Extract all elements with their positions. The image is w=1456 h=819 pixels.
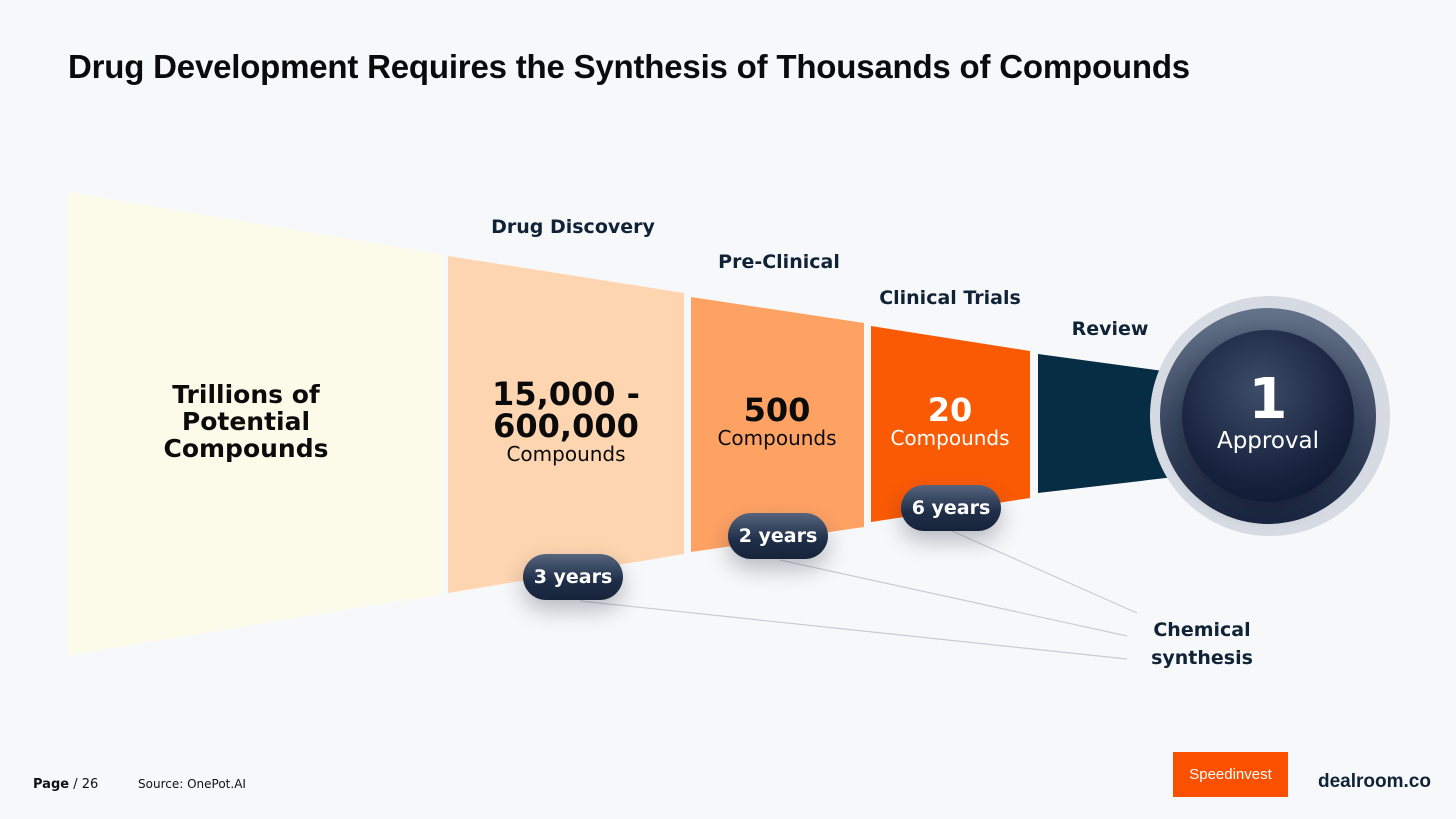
approval-inner-circle (1182, 330, 1354, 502)
discovery-count-line-2: 600,000 (493, 407, 639, 445)
discovery-count: 15,000 - 600,000 Compounds (476, 378, 656, 466)
label-pre-clinical: Pre-Clinical (718, 251, 840, 273)
label-clinical-trials: Clinical Trials (879, 287, 1021, 309)
dealroom-logo: dealroom.co (1318, 771, 1431, 792)
segment-pre-clinical (691, 297, 864, 552)
approval-count: 1 (1248, 367, 1288, 432)
duration-pill-pre-clinical: 2 years (728, 513, 828, 559)
segment-trillions (68, 192, 444, 655)
chemical-synthesis-annotation: Chemical synthesis (1140, 616, 1264, 672)
segment-clinical-trials (871, 326, 1030, 522)
source-note: Source: OnePot.AI (138, 777, 246, 791)
trillions-line-1: Trillions of (172, 380, 320, 409)
approval-text: 1 Approval (1188, 367, 1348, 455)
trillions-text: Trillions of Potential Compounds (146, 381, 346, 462)
label-drug-discovery: Drug Discovery (491, 216, 655, 238)
page-indicator: Page / 26 (33, 777, 98, 792)
trillions-line-3: Compounds (163, 434, 329, 463)
source-label: Source: (138, 777, 184, 791)
clinical-unit: Compounds (890, 426, 1010, 450)
discovery-count-line-1: 15,000 - (492, 375, 640, 413)
slide-title: Drug Development Requires the Synthesis … (68, 48, 1190, 85)
annotation-line-1: Chemical (1153, 619, 1251, 641)
speedinvest-logo: Speedinvest (1173, 752, 1288, 797)
duration-pill-discovery: 3 years (523, 554, 623, 600)
preclinical-unit: Compounds (717, 426, 837, 450)
preclinical-count: 500 Compounds (697, 394, 857, 450)
page-label: Page (33, 777, 70, 792)
segment-drug-discovery (448, 256, 684, 593)
approval-label: Approval (1216, 428, 1320, 454)
page-number: / 26 (73, 777, 99, 792)
leader-line-3-years (579, 600, 1128, 660)
annotation-line-2: synthesis (1151, 647, 1253, 669)
duration-pill-clinical: 6 years (901, 485, 1001, 531)
source-value: OnePot.AI (187, 777, 246, 791)
trillions-line-2: Potential (181, 407, 311, 436)
clinical-count-number: 20 (927, 391, 973, 429)
discovery-unit: Compounds (506, 442, 626, 466)
label-review: Review (1071, 318, 1149, 340)
clinical-count: 20 Compounds (870, 394, 1030, 450)
leader-line-6-years (951, 530, 1138, 614)
leader-line-2-years (779, 559, 1128, 637)
preclinical-count-number: 500 (743, 391, 811, 429)
